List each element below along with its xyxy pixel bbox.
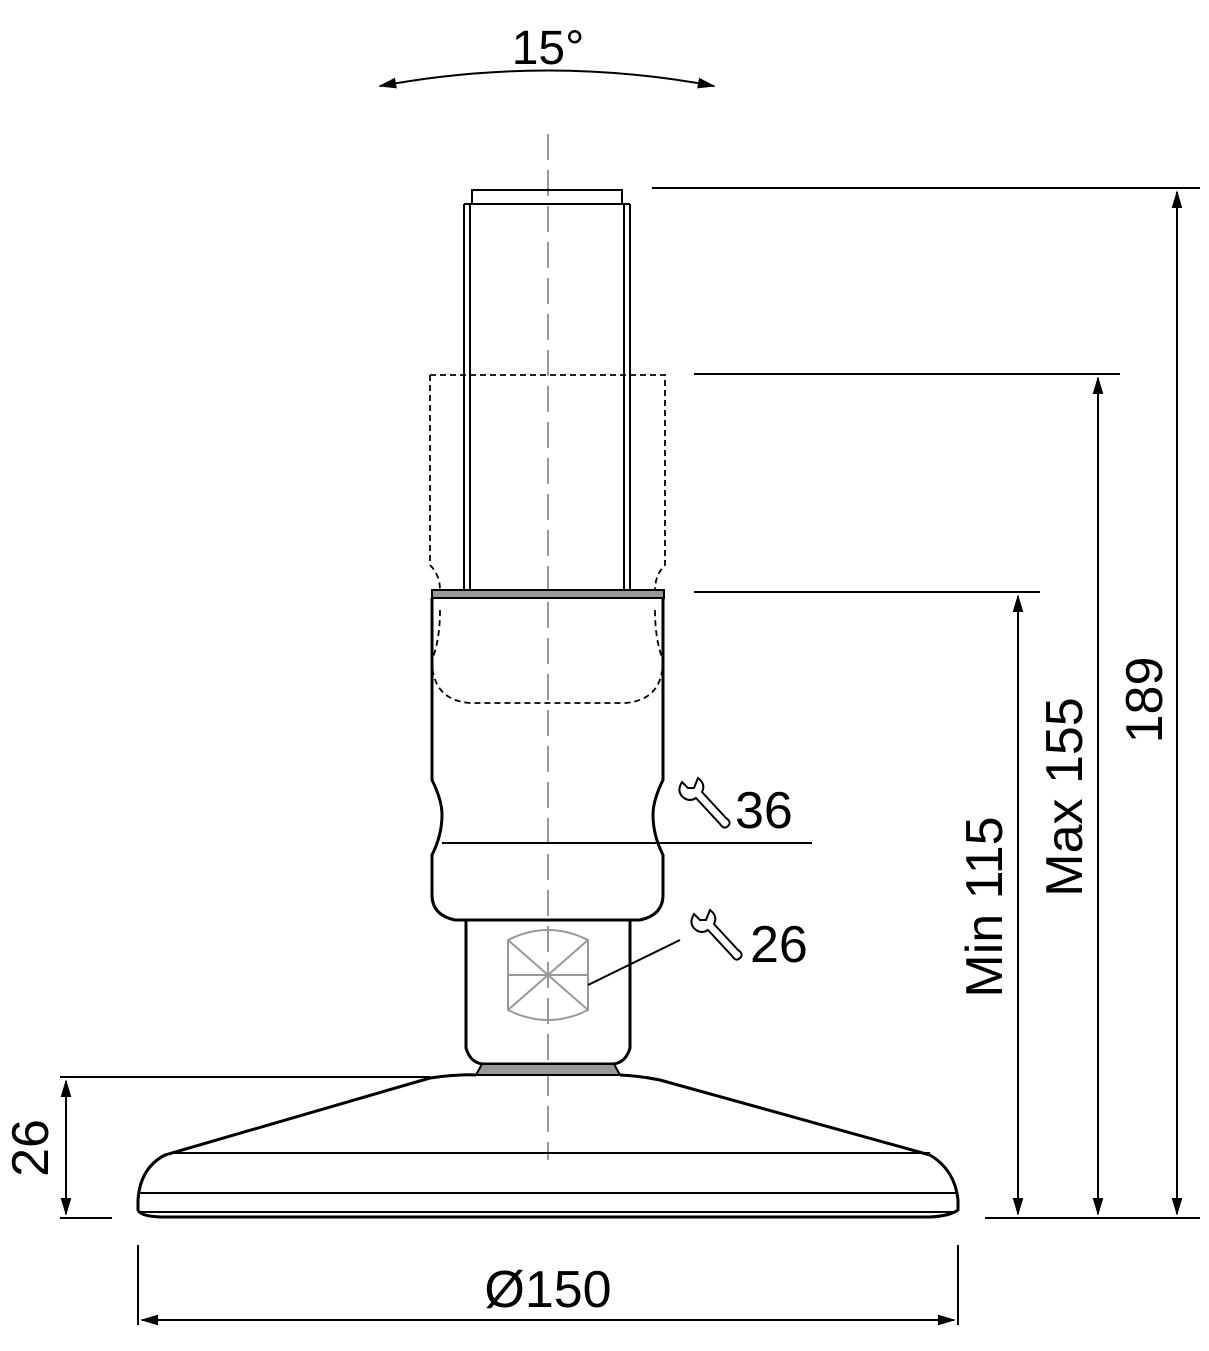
- dimension-base-diameter: Ø150: [137, 1245, 959, 1326]
- wrench-36-label: 36: [735, 782, 793, 840]
- seal-ring: [431, 589, 665, 599]
- max-height-label: Max 155: [1036, 697, 1094, 896]
- base-diameter-label: Ø150: [484, 1261, 611, 1319]
- wrench-36-callout: 36: [442, 776, 812, 844]
- tilt-angle-indicator: 15°: [378, 22, 716, 89]
- max-extension-outline: [429, 374, 666, 704]
- wrench-icon: [678, 776, 731, 829]
- wrench-icon: [690, 908, 743, 961]
- dimension-overall-height: 189: [652, 187, 1200, 1219]
- dimension-min-height: Min 115: [694, 591, 1040, 1216]
- base-height-label: 26: [2, 1119, 60, 1177]
- wrench-26-label: 26: [750, 916, 808, 974]
- tilt-angle-label: 15°: [512, 22, 585, 75]
- threaded-spindle: [463, 189, 631, 590]
- dimension-max-height: Max 155: [694, 373, 1120, 1216]
- wrench-26-callout: 26: [587, 908, 808, 986]
- base-foot: [136, 1063, 960, 1219]
- overall-height-label: 189: [1116, 657, 1174, 744]
- dimension-base-height: 26: [2, 1076, 430, 1219]
- min-height-label: Min 115: [956, 816, 1014, 997]
